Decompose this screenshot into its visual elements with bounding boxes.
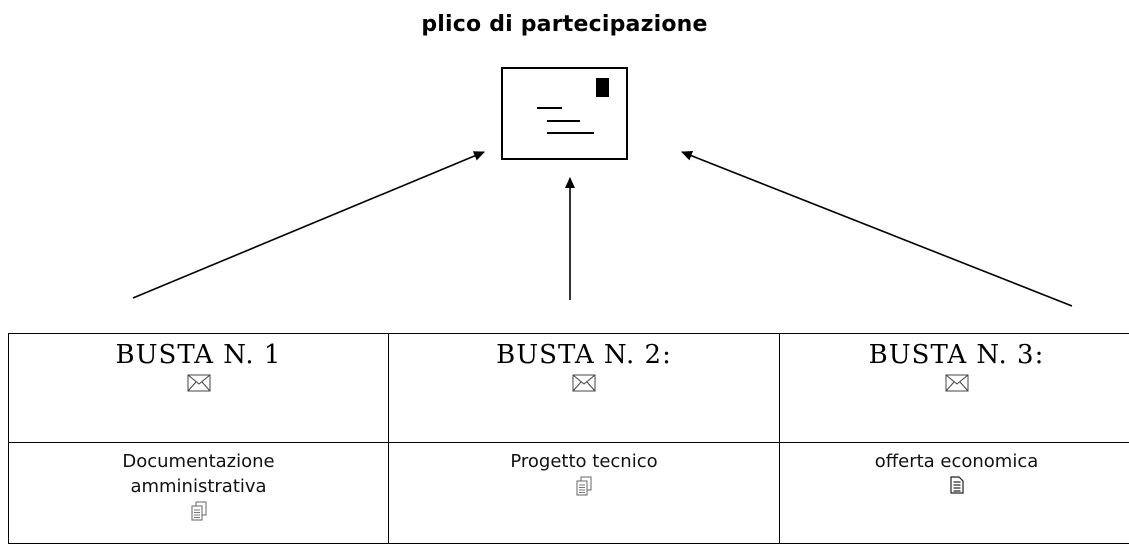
busta-3-content-label: offerta economica	[780, 449, 1129, 474]
document-icon	[950, 476, 964, 494]
arrow-from-busta-1	[133, 152, 484, 298]
busta-3-content-cell: offerta economica	[780, 443, 1129, 544]
busta-1-label: BUSTA N. 1	[9, 340, 388, 370]
busta-3-content-line-1: offerta economica	[875, 451, 1039, 472]
busta-1-content-cell: Documentazione amministrativa	[9, 443, 389, 544]
envelope-icon	[187, 374, 211, 392]
busta-2-cell: BUSTA N. 2:	[389, 334, 780, 443]
busta-1-content-line-1: Documentazione	[122, 451, 274, 472]
buste-content-row: Documentazione amministrativa Progetto t…	[9, 443, 1129, 544]
busta-1-cell: BUSTA N. 1	[9, 334, 389, 443]
busta-1-content-line-2: amministrativa	[130, 476, 266, 497]
busta-2-content-line-1: Progetto tecnico	[510, 451, 657, 472]
busta-2-content-cell: Progetto tecnico	[389, 443, 780, 544]
buste-table: BUSTA N. 1 BUSTA N. 2: BUSTA N. 3:	[8, 333, 1129, 544]
envelope-icon	[572, 374, 596, 392]
busta-2-label: BUSTA N. 2:	[389, 340, 779, 370]
busta-3-label: BUSTA N. 3:	[780, 340, 1129, 370]
busta-2-content-label: Progetto tecnico	[389, 449, 779, 474]
buste-header-row: BUSTA N. 1 BUSTA N. 2: BUSTA N. 3:	[9, 334, 1129, 443]
diagram-canvas	[0, 0, 1129, 330]
copy-documents-icon	[191, 501, 207, 521]
envelope-with-stamp-icon	[502, 68, 627, 159]
copy-documents-icon	[576, 476, 592, 496]
busta-1-content-label: Documentazione amministrativa	[9, 449, 388, 499]
busta-3-cell: BUSTA N. 3:	[780, 334, 1129, 443]
envelope-icon	[945, 374, 969, 392]
arrow-from-busta-3	[682, 152, 1072, 306]
